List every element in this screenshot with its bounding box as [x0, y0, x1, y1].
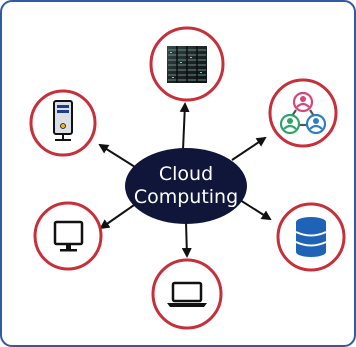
center-label-line2: Computing: [134, 186, 238, 208]
laptop-icon: [167, 281, 207, 307]
database-icon: [295, 217, 327, 257]
arrows: [98, 102, 272, 258]
arrow-to-server-rack: [179, 102, 190, 151]
node-database: [276, 202, 346, 272]
node-desktop-tower: [29, 89, 97, 157]
arrow-to-users-network: [231, 136, 267, 161]
node-server-rack: [149, 26, 225, 102]
users-network-icon: [279, 91, 327, 135]
center-label-line1: Cloud: [159, 163, 213, 185]
arrow-to-database: [239, 199, 272, 221]
node-monitor: [33, 201, 103, 271]
server-rack-icon: [167, 46, 207, 83]
arrow-to-laptop: [181, 221, 192, 258]
arrow-to-monitor: [99, 202, 138, 230]
node-users-network: [268, 78, 338, 148]
desktop-tower-icon: [53, 100, 73, 141]
node-laptop: [151, 258, 223, 330]
arrow-to-desktop-tower: [98, 143, 136, 168]
center-node: Cloud Computing: [125, 148, 247, 224]
monitor-icon: [53, 220, 84, 252]
